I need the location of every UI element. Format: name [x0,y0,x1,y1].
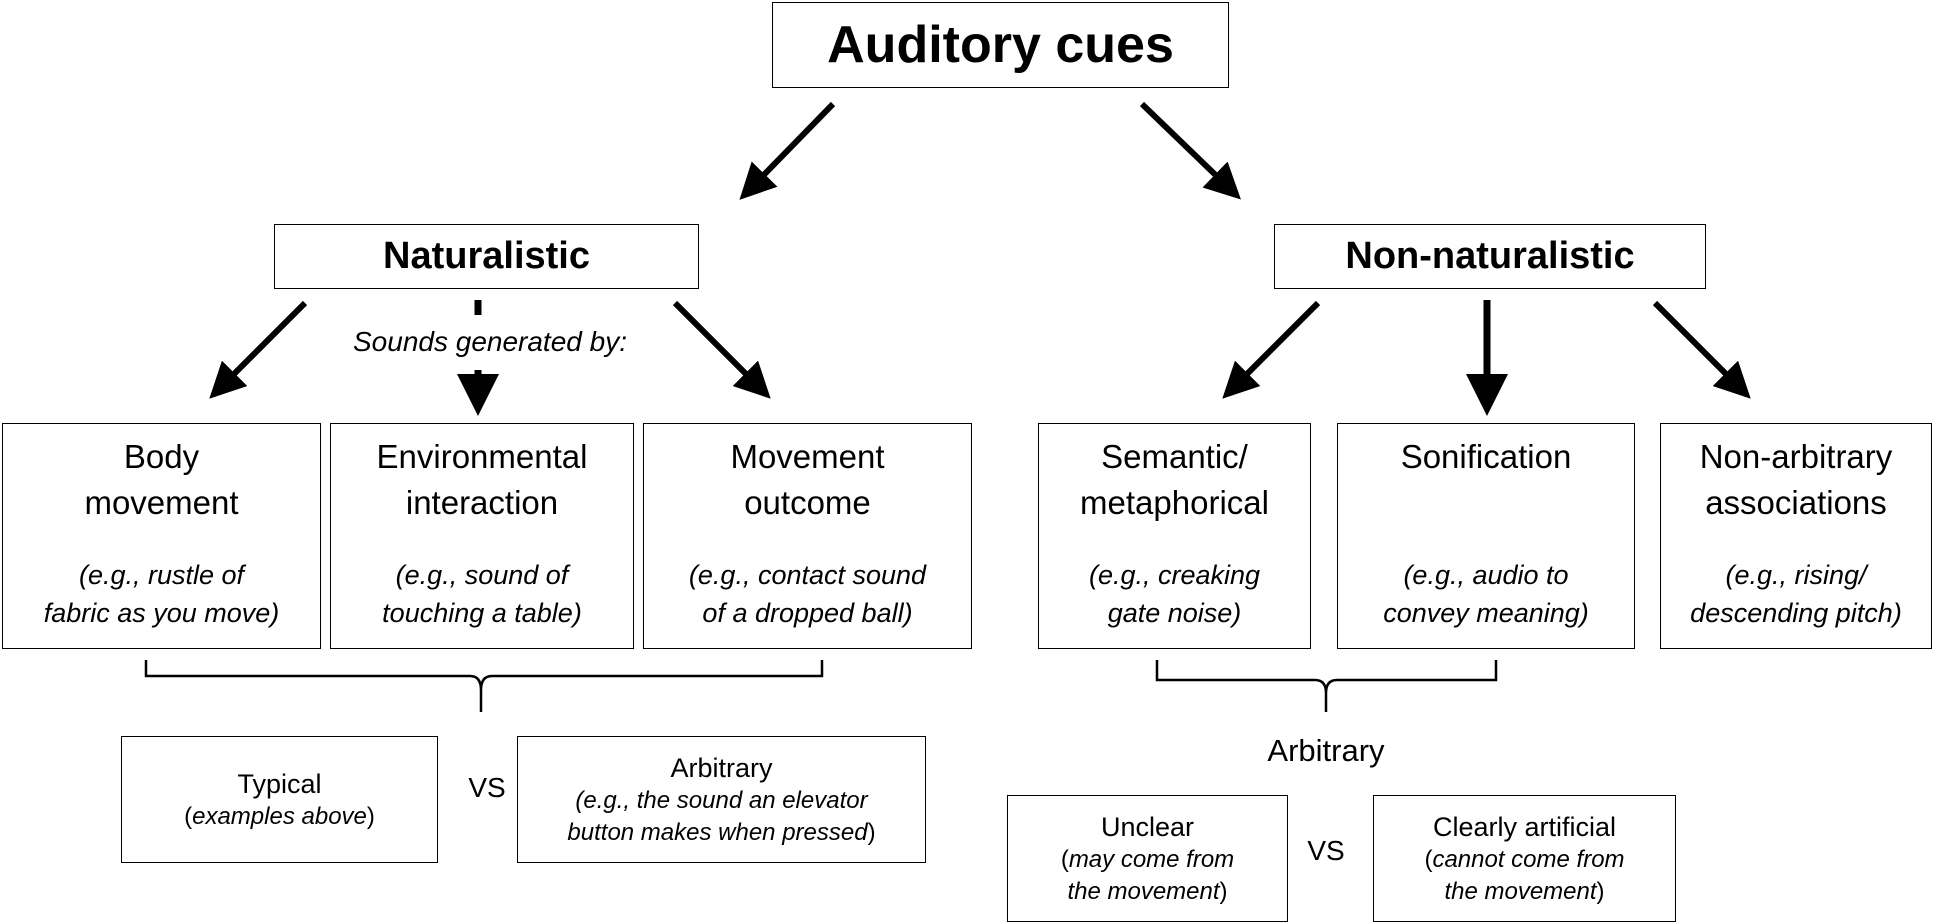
naturalistic-node: Naturalistic [274,224,699,289]
arrow-root-to-naturalistic [739,101,836,200]
leaf-title: Movement outcome [730,438,885,521]
vs-label-non-naturalistic: VS [1307,835,1345,866]
arrow-naturalistic-to-outcome [672,300,771,399]
arrow-naturalistic-to-body [209,300,308,399]
arbitrary-sub: (e.g., the sound an elevator button make… [567,786,876,846]
clearly-artificial-label: Clearly artificial [1432,811,1617,842]
leaf-example: (e.g., creaking gate noise) [1088,560,1261,628]
leaf-title: Semantic/ metaphorical [1080,438,1269,521]
leaf-body-movement: Body movement (e.g., rustle of fabric as… [2,423,321,649]
leaf-example: (e.g., rustle of fabric as you move) [43,560,280,628]
arbitrary-label-non-naturalistic: Arbitrary [1267,733,1385,768]
sounds-generated-label: Sounds generated by: [353,326,627,357]
arrow-non-naturalistic-to-non-arbitrary [1652,300,1751,399]
clearly-artificial-node: Clearly artificial (cannot come from the… [1373,795,1676,922]
arbitrary-node: Arbitrary (e.g., the sound an elevator b… [517,736,926,863]
root-node: Auditory cues [772,2,1229,88]
arrow-non-naturalistic-to-semantic [1222,300,1321,399]
typical-label: Typical [237,768,322,799]
root-label: Auditory cues [827,16,1174,74]
leaf-example: (e.g., sound of touching a table) [382,560,582,628]
leaf-title: Environmental interaction [376,438,588,521]
non-naturalistic-label: Non-naturalistic [1345,235,1635,277]
non-naturalistic-node: Non-naturalistic [1274,224,1706,289]
typical-node: Typical (examples above) [121,736,438,863]
unclear-label: Unclear [1100,811,1195,842]
unclear-node: Unclear (may come from the movement) [1007,795,1288,922]
typical-sub: (examples above) [184,802,375,830]
leaf-example: (e.g., rising/ descending pitch) [1690,560,1902,628]
arrow-root-to-non-naturalistic [1139,101,1241,200]
leaf-non-arbitrary-associations: Non-arbitrary associations (e.g., rising… [1660,423,1932,649]
leaf-semantic-metaphorical: Semantic/ metaphorical (e.g., creaking g… [1038,423,1311,649]
unclear-sub: (may come from the movement) [1060,845,1235,905]
leaf-title: Non-arbitrary associations [1699,438,1893,521]
leaf-title: Body movement [84,438,239,521]
arbitrary-label: Arbitrary [670,752,773,783]
leaf-example: (e.g., contact sound of a dropped ball) [688,560,927,628]
leaf-sonification: Sonification (e.g., audio to convey mean… [1337,423,1635,649]
naturalistic-label: Naturalistic [383,235,590,277]
brace-non-naturalistic [1155,660,1498,712]
leaf-title: Sonification [1400,438,1572,475]
leaf-example: (e.g., audio to convey meaning) [1383,560,1589,628]
brace-naturalistic [144,660,824,712]
leaf-movement-outcome: Movement outcome (e.g., contact sound of… [643,423,972,649]
clearly-artificial-sub: (cannot come from the movement) [1424,845,1625,905]
vs-label-naturalistic: VS [468,772,506,803]
leaf-environmental-interaction: Environmental interaction (e.g., sound o… [330,423,634,649]
